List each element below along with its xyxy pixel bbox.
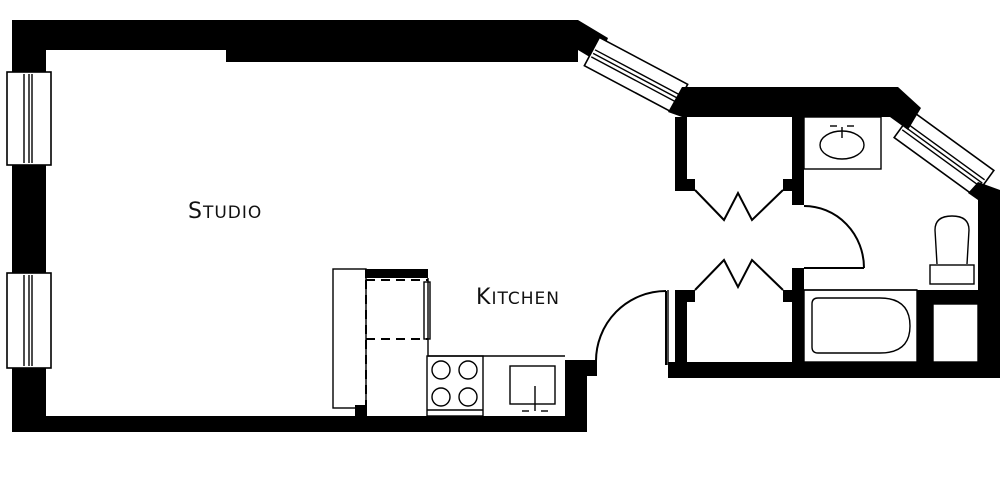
studio-walls <box>12 20 608 432</box>
bath-closet-walls <box>667 87 1000 378</box>
bathroom-sink <box>803 116 882 170</box>
window-left-lower <box>6 272 52 369</box>
studio-label-rest: TUDIO <box>202 203 263 223</box>
stove <box>426 355 484 417</box>
window-angled-bath <box>893 110 995 198</box>
bathtub <box>803 289 918 363</box>
kitchen-label-initial: K <box>476 285 492 310</box>
upper-cabinet <box>365 269 565 416</box>
linen-closet <box>932 303 979 363</box>
studio-label-initial: S <box>188 199 203 224</box>
window-angled-center <box>583 36 689 114</box>
toilet <box>929 215 975 285</box>
kitchen-sink <box>509 365 556 412</box>
bathroom-door[interactable] <box>803 205 865 269</box>
closet-bifold-lower[interactable] <box>694 258 784 291</box>
closet-bifold-upper[interactable] <box>694 189 784 222</box>
entry-door[interactable] <box>594 290 667 365</box>
window-left-upper <box>6 71 52 166</box>
refrigerator <box>332 268 367 417</box>
kitchen-label-rest: ITCHEN <box>491 289 560 309</box>
room-label-studio: STUDIO <box>188 199 262 224</box>
room-label-kitchen: KITCHEN <box>476 285 560 310</box>
